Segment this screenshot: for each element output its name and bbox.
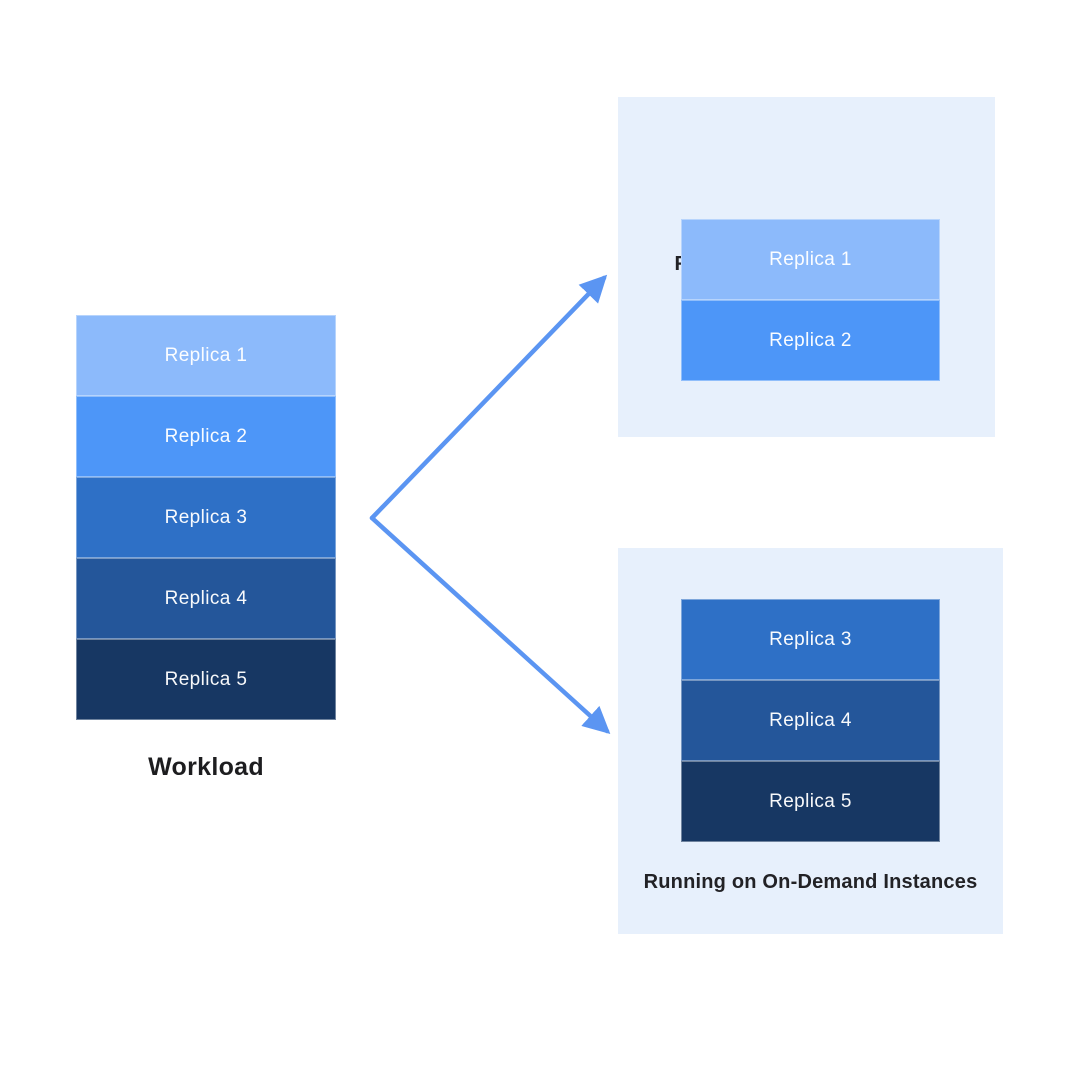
ondemand-replica-5: Replica 5 <box>681 761 940 842</box>
arrow-to-spot <box>369 274 608 521</box>
workload-replica-3: Replica 3 <box>76 477 336 558</box>
spot-replica-stack: Replica 1 Replica 2 <box>681 219 940 381</box>
workload-replica-5: Replica 5 <box>76 639 336 720</box>
arrow-to-ondemand <box>369 515 611 735</box>
ondemand-instances-panel: Replica 3 Replica 4 Replica 5 Running on… <box>618 548 1003 934</box>
spot-replica-2: Replica 2 <box>681 300 940 381</box>
workload-replica-1: Replica 1 <box>76 315 336 396</box>
ondemand-panel-title: Running on On-Demand Instances <box>643 871 978 893</box>
workload-replica-2: Replica 2 <box>76 396 336 477</box>
workload-stack: Replica 1 Replica 2 Replica 3 Replica 4 … <box>76 315 336 720</box>
spot-instances-panel: Running on Spot Instances Replica 1 Repl… <box>618 97 995 437</box>
workload-replica-4: Replica 4 <box>76 558 336 639</box>
spot-replica-1: Replica 1 <box>681 219 940 300</box>
ondemand-replica-stack: Replica 3 Replica 4 Replica 5 <box>681 599 940 842</box>
ondemand-replica-4: Replica 4 <box>681 680 940 761</box>
ondemand-replica-3: Replica 3 <box>681 599 940 680</box>
workload-title: Workload <box>148 753 264 781</box>
